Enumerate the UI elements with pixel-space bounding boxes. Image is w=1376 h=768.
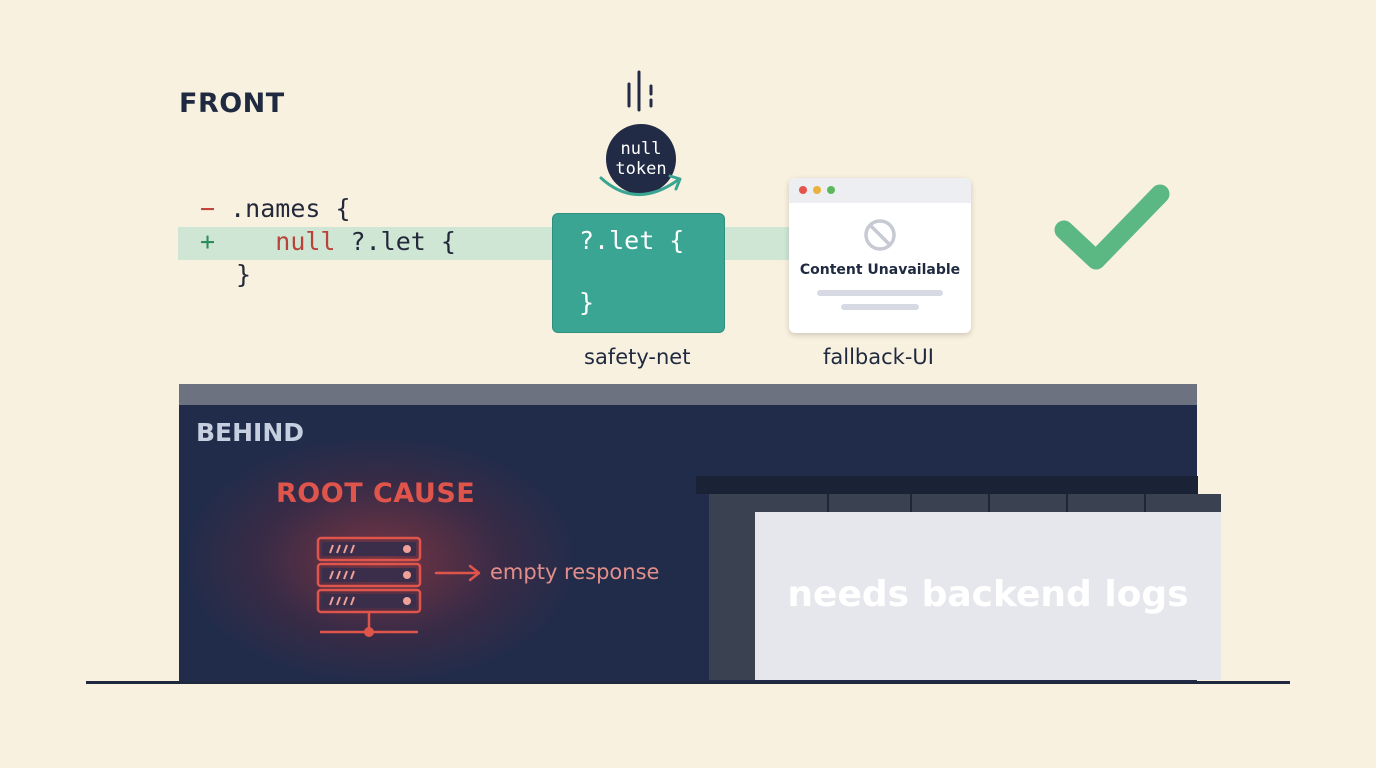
diff-minus-sign: − [200,194,216,223]
safety-net-caption: safety-net [584,345,691,369]
diff-removed-line: − .names { [200,194,351,223]
null-keyword: null [275,227,336,256]
behind-panel-top-edge [179,384,1197,405]
diff-line2-code: ?.let { [335,227,456,256]
diff-line1-code: .names { [230,194,351,223]
diff-added-line: + null ?.let { [200,227,456,256]
curtain-rod [696,476,1198,494]
curtain-rings [827,494,1146,512]
diff-closing-brace: } [236,260,252,289]
window-close-dot [799,186,807,194]
window-minimize-dot [813,186,821,194]
empty-response-label: empty response [490,560,660,584]
fallback-ui-caption: fallback-UI [823,345,934,369]
safety-net-code-line2: } [579,288,595,317]
null-token: null token [606,124,676,194]
null-token-line1: null [620,139,662,159]
placeholder-line [817,290,943,296]
curtain-side [709,494,755,680]
falling-motion-icon [627,70,653,112]
needs-backend-logs-label: needs backend logs [787,574,1189,615]
ground-line [86,681,1290,684]
content-unavailable-message: Content Unavailable [799,262,961,278]
behind-section-title: BEHIND [196,418,305,447]
front-section-title: FRONT [179,88,285,119]
curved-arrow-icon [599,174,682,196]
no-entry-icon [864,219,896,251]
placeholder-line [841,304,919,310]
checkmark-icon [1054,184,1170,270]
arrow-right-icon [434,564,481,582]
root-cause-label: ROOT CAUSE [276,478,476,509]
window-maximize-dot [827,186,835,194]
curtain-panel [755,512,1221,680]
safety-net-card [552,213,725,333]
safety-net-code-line1: ?.let { [579,226,685,255]
diff-plus-sign: + [200,227,216,256]
null-token-line2: token [615,159,667,179]
server-icon [316,536,422,637]
